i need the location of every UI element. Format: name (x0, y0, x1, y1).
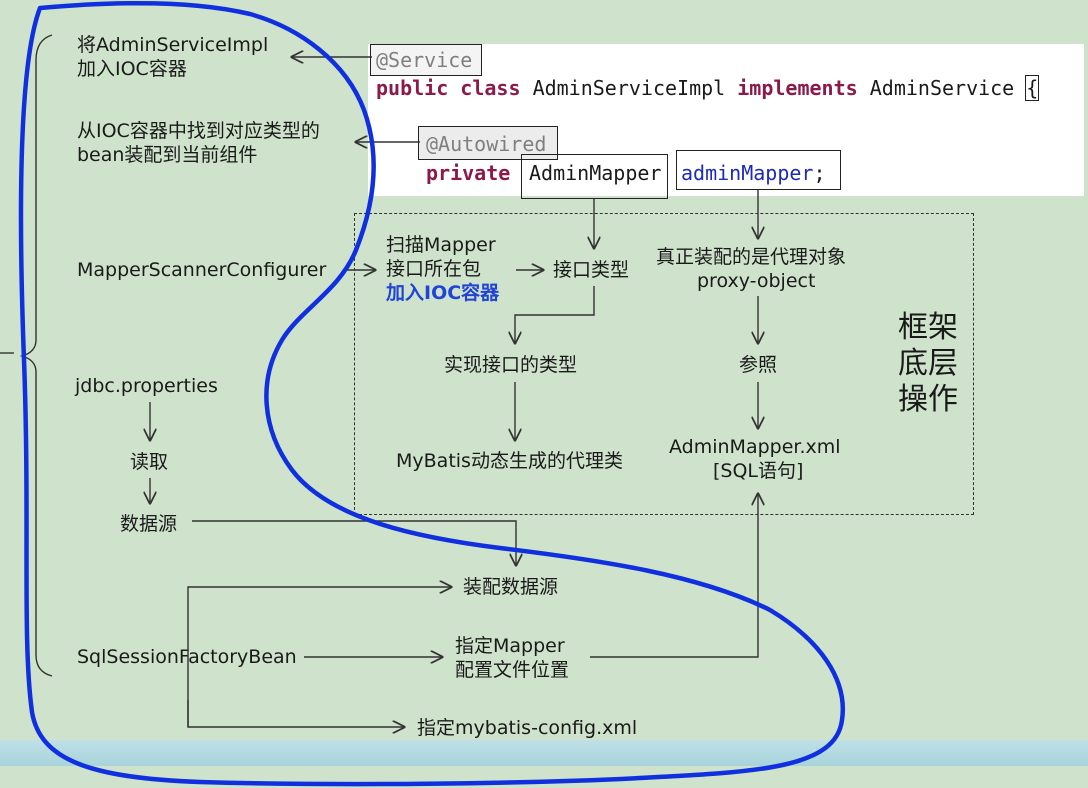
field-name-box (676, 150, 841, 190)
framework-dashed-box (354, 213, 974, 515)
interface-type-label: 接口类型 (553, 259, 630, 281)
mapper-loc-line2: 配置文件位置 (455, 659, 570, 681)
arrow-factory-config (187, 700, 404, 727)
xml-line2: [SQL语句] (713, 460, 804, 482)
kw-private: private (426, 161, 511, 185)
impl-type-label: 实现接口的类型 (444, 354, 578, 376)
pen-stroke (18, 0, 846, 787)
proxy-line2: proxy-object (697, 270, 816, 292)
class-declaration: public class AdminServiceImpl implements… (376, 75, 1040, 101)
field-type-box (521, 154, 668, 199)
datasource-label: 数据源 (120, 513, 178, 535)
mapper-loc-line1: 指定Mapper (455, 635, 565, 657)
kw-public: public (376, 76, 449, 100)
arrow-interface-impl (515, 286, 595, 343)
semicolon: ; (813, 161, 826, 185)
service-annotation: @Service (376, 48, 473, 72)
arrow-factory-assemble (187, 587, 451, 727)
assemble-ds-label: 装配数据源 (463, 576, 559, 598)
open-brace: { (1025, 75, 1040, 101)
framework-title-line3: 操作 (898, 382, 958, 417)
scan-line2: 接口所在包 (386, 258, 482, 280)
framework-title-line2: 底层 (898, 346, 958, 381)
scanner-label: MapperScannerConfigurer (77, 259, 327, 281)
autowire-desc-line1: 从IOC容器中找到对应类型的 (77, 120, 320, 142)
read-label: 读取 (130, 451, 169, 473)
framework-title-line1: 框架 (898, 310, 958, 345)
proxy-line1: 真正装配的是代理对象 (656, 246, 847, 268)
interface-name: AdminService (869, 76, 1015, 100)
config-xml-label: 指定mybatis-config.xml (417, 717, 638, 739)
autowire-desc-line2: bean装配到当前组件 (77, 144, 258, 166)
bottom-band (0, 740, 1088, 766)
kw-implements: implements (737, 76, 858, 100)
arrow-mapperloc-xml (590, 494, 758, 658)
field-name: adminMapper (681, 161, 814, 185)
autowired-annotation: @Autowired (426, 132, 547, 156)
class-name: AdminServiceImpl (532, 76, 726, 100)
field-declaration: adminMapper; (681, 160, 826, 186)
service-annotation-box (370, 44, 482, 76)
scan-line1: 扫描Mapper (386, 234, 496, 256)
field-type: AdminMapper (529, 161, 662, 185)
service-desc-line1: 将AdminServiceImpl (77, 34, 269, 56)
code-panel (368, 44, 1084, 196)
xml-line1: AdminMapper.xml (669, 436, 841, 458)
jdbc-label: jdbc.properties (75, 375, 218, 397)
proxy-class-label: MyBatis动态生成的代理类 (396, 450, 623, 472)
factory-label: SqlSessionFactoryBean (77, 646, 297, 668)
scan-line3: 加入IOC容器 (386, 282, 500, 304)
kw-class: class (460, 76, 521, 100)
service-desc-line2: 加入IOC容器 (77, 58, 187, 80)
reference-label: 参照 (739, 354, 778, 376)
